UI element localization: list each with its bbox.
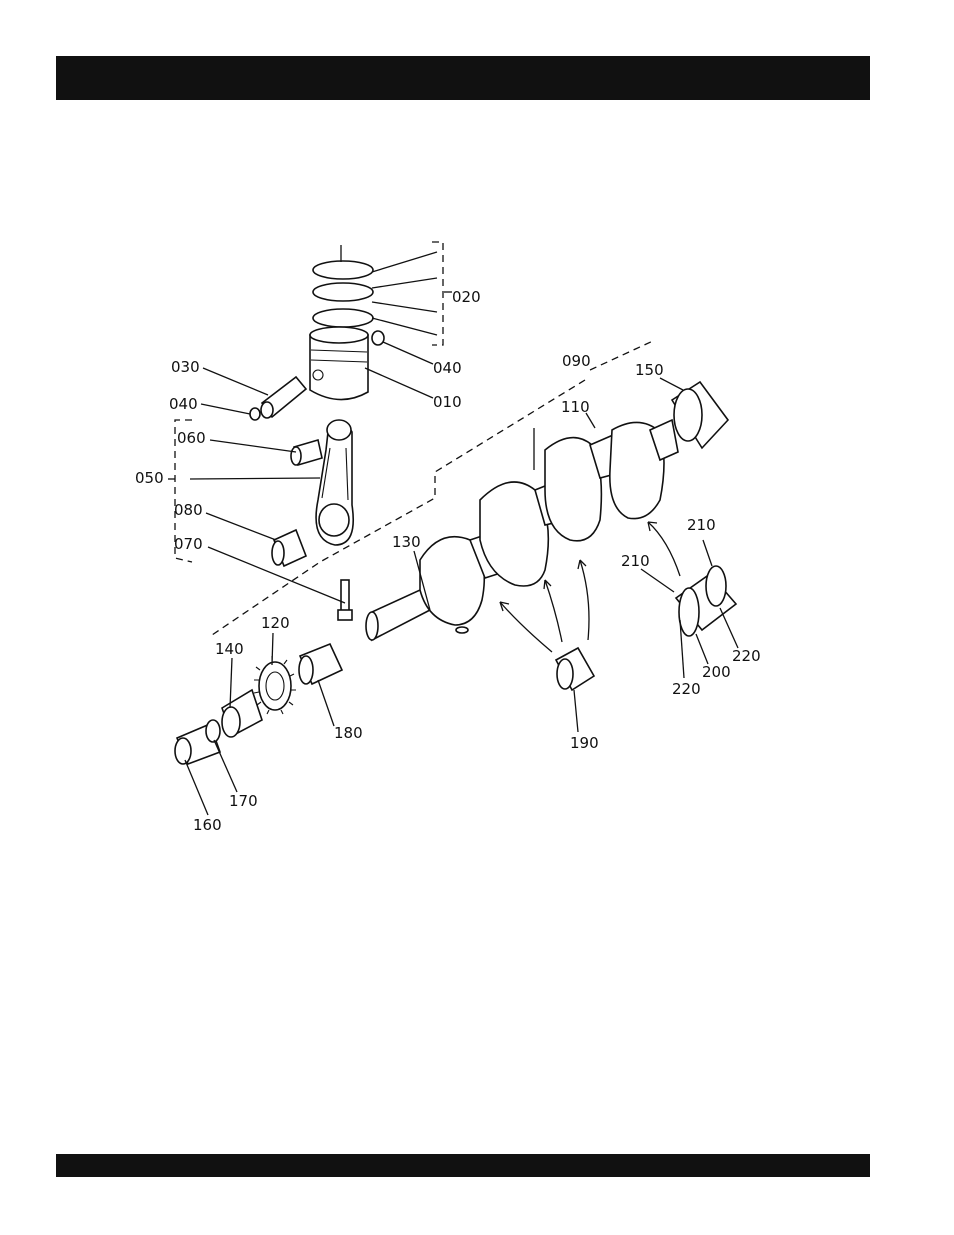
- gear-140: [222, 690, 262, 737]
- label-210-lower: 210: [621, 552, 650, 570]
- label-030: 030: [171, 358, 200, 376]
- label-070: 070: [174, 535, 203, 553]
- label-040-left: 040: [169, 395, 198, 413]
- label-080: 080: [174, 501, 203, 519]
- rod-bolt: [338, 580, 352, 620]
- connecting-rod: [316, 420, 353, 545]
- snap-ring-040-left: [250, 408, 260, 420]
- label-160: 160: [193, 816, 222, 834]
- crankshaft: [366, 420, 678, 640]
- piston-ring-set: [313, 245, 373, 327]
- label-110: 110: [561, 398, 590, 416]
- label-060: 060: [177, 429, 206, 447]
- label-220-right: 220: [732, 647, 761, 665]
- label-130: 130: [392, 533, 421, 551]
- label-170: 170: [229, 792, 258, 810]
- snap-ring-040-right: [372, 331, 384, 345]
- crankpin-bearing: [272, 530, 306, 566]
- label-040-right: 040: [433, 359, 462, 377]
- label-090: 090: [562, 352, 591, 370]
- bearing-case-200: [676, 566, 736, 636]
- piston: [310, 327, 368, 400]
- label-190: 190: [570, 734, 599, 752]
- label-220-lower: 220: [672, 680, 701, 698]
- leader-lines: [168, 252, 738, 815]
- label-180: 180: [334, 724, 363, 742]
- label-140: 140: [215, 640, 244, 658]
- group-020-bracket: [432, 242, 443, 345]
- bearing-180: [299, 644, 342, 684]
- o-ring-170: [206, 720, 220, 742]
- label-120: 120: [261, 614, 290, 632]
- label-010: 010: [433, 393, 462, 411]
- main-bearing-190: [556, 648, 594, 690]
- piston-pin: [261, 377, 306, 418]
- label-200: 200: [702, 663, 731, 681]
- label-020: 020: [452, 288, 481, 306]
- bearing-150: [672, 382, 728, 448]
- label-210-upper: 210: [687, 516, 716, 534]
- label-150: 150: [635, 361, 664, 379]
- label-050: 050: [135, 469, 164, 487]
- gear-120: [254, 656, 296, 714]
